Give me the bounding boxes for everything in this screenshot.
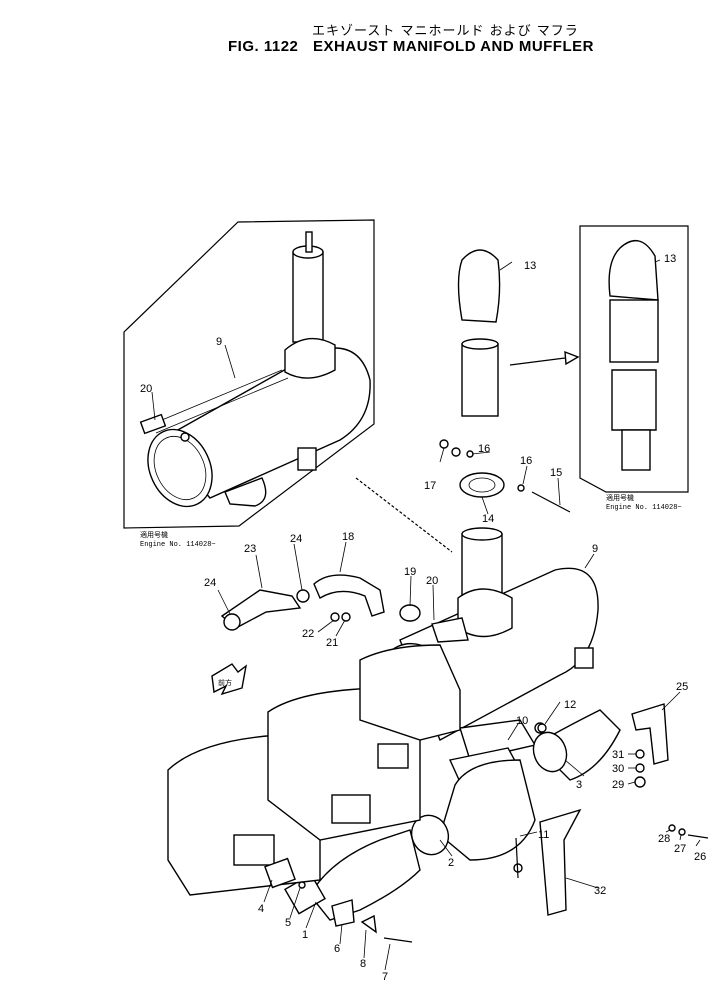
callout-25: 25 [676, 681, 688, 693]
tube-18 [313, 574, 385, 617]
bolt-7 [383, 937, 413, 943]
manifold-assembly [284, 709, 621, 921]
inset-arrow-head [564, 350, 580, 366]
callout-30: 30 [612, 763, 624, 775]
callout-1: 1 [302, 929, 308, 941]
left-note-engine: Engine No. 114028~ [140, 541, 216, 549]
callout-20: 20 [140, 383, 152, 395]
callout-24: 24 [204, 577, 216, 589]
bolt-15 [531, 491, 571, 513]
tail-pipe-top [461, 338, 499, 350]
callout-17: 17 [424, 480, 436, 492]
washer-31 [635, 749, 645, 759]
left-inset: 適用号機 Engine No. 114028~ [123, 219, 375, 549]
right-inset: 適用号機 Engine No. 114028~ [579, 225, 689, 512]
callout-15: 15 [550, 467, 562, 479]
engine-cover-plate [233, 834, 275, 866]
right-note-jp: 適用号機 [606, 493, 634, 503]
left-inset-frame [123, 219, 375, 529]
plate-32 [539, 808, 582, 916]
callout-27: 27 [674, 843, 686, 855]
callout-6: 6 [334, 943, 340, 955]
nut-17a [439, 439, 449, 449]
callout-31: 31 [612, 749, 624, 761]
figure-number: FIG. 1122 [228, 38, 299, 55]
callout-24: 24 [290, 533, 302, 545]
clamp-24b [296, 589, 310, 603]
washer-16b [517, 484, 525, 492]
bracket-25 [631, 703, 669, 765]
callout-14: 14 [482, 513, 494, 525]
washer-21 [341, 612, 351, 622]
nut-17b [451, 447, 461, 457]
title-japanese: エキゾースト マニホールド および マフラ [312, 24, 579, 39]
left-note-jp: 適用号機 [140, 530, 168, 540]
inset-elbow [608, 239, 659, 301]
callout-16: 16 [520, 455, 532, 467]
right-inset-frame [579, 225, 689, 493]
washer-27 [678, 828, 686, 836]
callout-7: 7 [382, 971, 388, 983]
callouts: 13 13 9 20 16 16 15 17 14 18 24 23 9 19 … [140, 253, 706, 983]
callout-28: 28 [658, 833, 670, 845]
callout-16: 16 [478, 443, 490, 455]
callout-21: 21 [326, 637, 338, 649]
callout-20: 20 [426, 575, 438, 587]
callout-32: 32 [594, 885, 606, 897]
callout-13: 13 [524, 260, 536, 272]
callout-2: 2 [448, 857, 454, 869]
engine-heads [167, 644, 461, 896]
inset-arrow-shaft [509, 357, 566, 366]
figure-title: FIG. 1122 EXHAUST MANIFOLD AND MUFFLER [228, 38, 604, 55]
callout-9: 9 [216, 336, 222, 348]
callout-23: 23 [244, 543, 256, 555]
guide-line [355, 477, 453, 553]
callout-8: 8 [360, 958, 366, 970]
callout-26: 26 [694, 851, 706, 863]
callout-29: 29 [612, 779, 624, 791]
callout-13: 13 [664, 253, 676, 265]
callout-18: 18 [342, 531, 354, 543]
bolt-11 [515, 837, 519, 879]
bolt-26 [687, 834, 709, 839]
figure-name: EXHAUST MANIFOLD AND MUFFLER [313, 38, 594, 55]
callout-10: 10 [516, 715, 528, 727]
clip-8 [360, 914, 377, 934]
clamp-24a [223, 613, 241, 631]
tail-pipe [461, 343, 499, 417]
washer-30 [635, 763, 645, 773]
gasket-4 [264, 857, 296, 889]
leader-lines [151, 259, 701, 971]
right-note-engine: Engine No. 114028~ [606, 504, 682, 512]
bracket-14 [459, 472, 505, 498]
callout-11: 11 [538, 829, 549, 841]
inset-upper-pipe [609, 299, 659, 363]
callout-3: 3 [576, 779, 582, 791]
callout-5: 5 [285, 917, 291, 929]
callout-22: 22 [302, 628, 314, 640]
callout-19: 19 [404, 566, 416, 578]
nut-29 [634, 776, 646, 788]
callout-9: 9 [592, 543, 598, 555]
inset-muffler [139, 231, 371, 508]
callout-4: 4 [258, 903, 264, 915]
inset-note: 適用号機 Engine No. 114028~ [140, 530, 216, 549]
clamp-20 [431, 617, 469, 643]
front-arrow-label: 前方 [218, 678, 232, 688]
front-arrow: 前方 [211, 663, 248, 696]
callout-12: 12 [564, 699, 576, 711]
gasket-19 [399, 604, 421, 622]
inset-lower-pipe [611, 369, 657, 431]
nut-12 [537, 723, 547, 733]
nut-22 [330, 612, 340, 622]
inset-outlet [621, 429, 651, 471]
clamp-6 [331, 899, 355, 927]
washer-28 [668, 824, 676, 832]
bolt-5 [298, 881, 306, 889]
tail-pipe-elbow [457, 249, 501, 323]
